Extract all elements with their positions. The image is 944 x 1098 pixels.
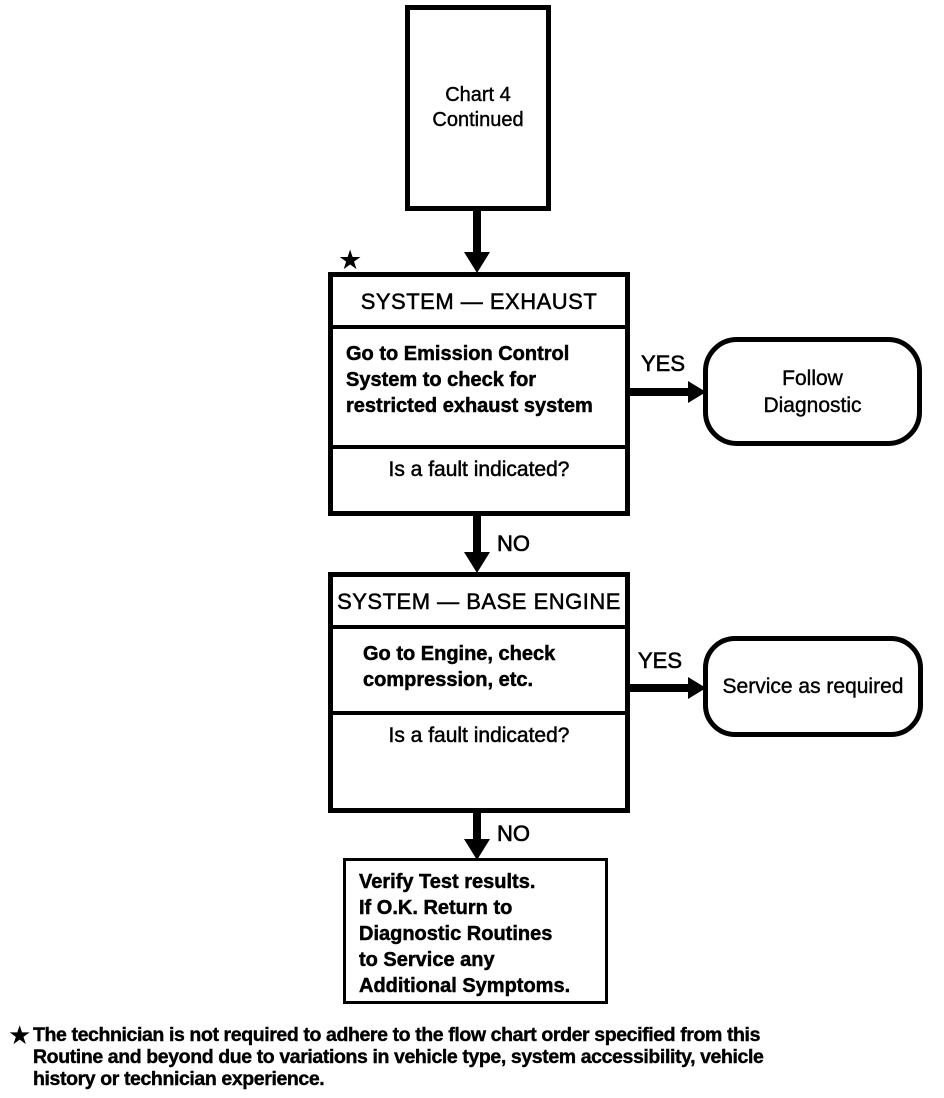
no-label-exhaust: NO <box>497 531 531 557</box>
terminal-service-as-required-line: Service as required <box>722 675 904 698</box>
star-icon: ★ <box>338 245 363 275</box>
arrowhead-right-icon <box>688 677 706 699</box>
footnote-line: history or technician experience. <box>33 1068 325 1090</box>
step-base-engine-action-line: Go to Engine, check <box>363 643 556 666</box>
no-label-base-engine: NO <box>497 821 531 847</box>
yes-label-exhaust: YES <box>641 351 686 377</box>
terminal-follow-diagnostic-line: Diagnostic <box>763 393 862 417</box>
arrowhead-down-icon <box>464 252 490 273</box>
end-box-line: If O.K. Return to <box>359 897 513 920</box>
footnote-line: Routine and beyond due to variations in … <box>33 1046 764 1068</box>
arrowhead-right-icon <box>688 381 706 403</box>
step-exhaust-box: SYSTEM — EXHAUST Go to Emission Control … <box>328 272 630 516</box>
end-box-line: Additional Symptoms. <box>359 975 571 998</box>
end-box-line: to Service any <box>359 949 495 972</box>
footnote: The technician is not required to adhere… <box>33 1024 764 1090</box>
arrowhead-down-icon <box>464 839 490 860</box>
step-base-engine-action: Go to Engine, check compression, etc. <box>333 629 625 715</box>
step-exhaust-header: SYSTEM — EXHAUST <box>333 277 625 329</box>
step-exhaust-action-line: System to check for <box>346 369 537 392</box>
terminal-follow-diagnostic-line: Follow <box>782 366 843 390</box>
connector-base-engine-yes <box>630 684 688 692</box>
step-exhaust-action: Go to Emission Control System to check f… <box>333 329 625 449</box>
terminal-follow-diagnostic: Follow Diagnostic <box>703 337 922 446</box>
footnote-line: The technician is not required to adhere… <box>33 1024 761 1046</box>
start-box-line: Chart 4 <box>445 84 511 106</box>
step-exhaust-question: Is a fault indicated? <box>388 458 570 482</box>
connector-start-to-exhaust <box>473 210 481 253</box>
arrowhead-down-icon <box>464 552 490 573</box>
start-box-line: Continued <box>432 109 524 131</box>
step-base-engine-action-line: compression, etc. <box>363 669 534 692</box>
connector-base-engine-no <box>473 813 481 840</box>
connector-exhaust-no <box>473 516 481 553</box>
end-box: Verify Test results. If O.K. Return to D… <box>343 858 608 1004</box>
step-base-engine-box: SYSTEM — BASE ENGINE Go to Engine, check… <box>328 572 630 813</box>
star-icon: ★ <box>8 1020 32 1050</box>
step-exhaust-action-line: Go to Emission Control <box>346 343 570 366</box>
step-exhaust-action-line: restricted exhaust system <box>346 395 593 418</box>
terminal-service-as-required: Service as required <box>703 636 923 737</box>
end-box-line: Verify Test results. <box>359 871 536 894</box>
yes-label-base-engine: YES <box>638 648 683 674</box>
start-box: Chart 4 Continued <box>405 5 551 211</box>
step-base-engine-header: SYSTEM — BASE ENGINE <box>333 577 625 629</box>
step-base-engine-question: Is a fault indicated? <box>388 724 570 748</box>
end-box-line: Diagnostic Routines <box>359 923 553 946</box>
connector-exhaust-yes <box>630 388 688 396</box>
